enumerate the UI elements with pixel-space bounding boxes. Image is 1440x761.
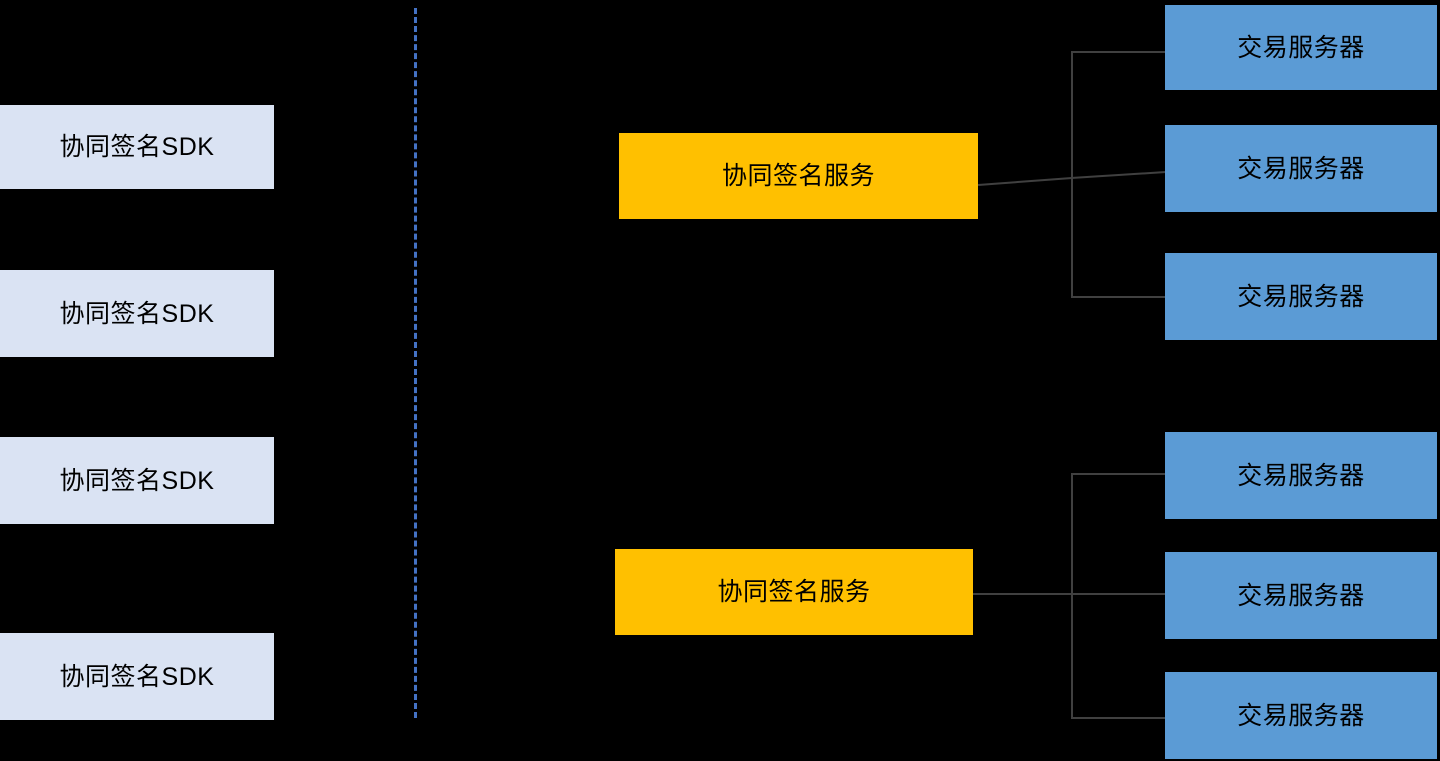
connector-bus-to-group1-server2 [1071,171,1166,179]
node-sdk-2[interactable]: 协同签名SDK [0,270,274,357]
node-sdk-3-label: 协同签名SDK [59,466,215,495]
node-signing-service-2[interactable]: 协同签名服务 [615,549,973,635]
node-sdk-2-label: 协同签名SDK [59,299,215,328]
connector-branch-group1-server3 [1071,296,1166,298]
node-transaction-server-2[interactable]: 交易服务器 [1165,125,1437,212]
connector-branch-group2-server1 [1071,473,1166,475]
node-transaction-server-6-label: 交易服务器 [1237,701,1365,730]
node-sdk-1-label: 协同签名SDK [59,133,215,161]
node-transaction-server-1-label: 交易服务器 [1237,33,1365,62]
connector-service2-to-bus [973,593,1072,595]
node-transaction-server-3-label: 交易服务器 [1237,282,1365,311]
node-transaction-server-2-label: 交易服务器 [1237,154,1365,183]
node-transaction-server-5-label: 交易服务器 [1237,581,1365,610]
node-transaction-server-4-label: 交易服务器 [1237,461,1365,490]
node-sdk-4-label: 协同签名SDK [59,662,215,691]
node-signing-service-2-label: 协同签名服务 [717,578,871,606]
vertical-dashed-divider [414,8,417,718]
connector-branch-group2-server3 [1071,717,1166,719]
node-signing-service-1-label: 协同签名服务 [721,162,875,190]
node-sdk-1[interactable]: 协同签名SDK [0,105,274,189]
node-sdk-4[interactable]: 协同签名SDK [0,633,274,720]
node-transaction-server-5[interactable]: 交易服务器 [1165,552,1437,639]
connector-bus-group1 [1071,52,1073,298]
connector-bus-group2 [1071,474,1073,719]
node-transaction-server-3[interactable]: 交易服务器 [1165,253,1437,340]
connector-bus-to-group2-server2 [1071,593,1166,595]
node-sdk-3[interactable]: 协同签名SDK [0,437,274,524]
node-transaction-server-4[interactable]: 交易服务器 [1165,432,1437,519]
node-transaction-server-1[interactable]: 交易服务器 [1165,5,1437,90]
node-transaction-server-6[interactable]: 交易服务器 [1165,672,1437,759]
node-signing-service-1[interactable]: 协同签名服务 [619,133,978,219]
connector-service1-to-bus [978,176,1072,186]
connector-branch-group1-server1 [1071,51,1166,53]
